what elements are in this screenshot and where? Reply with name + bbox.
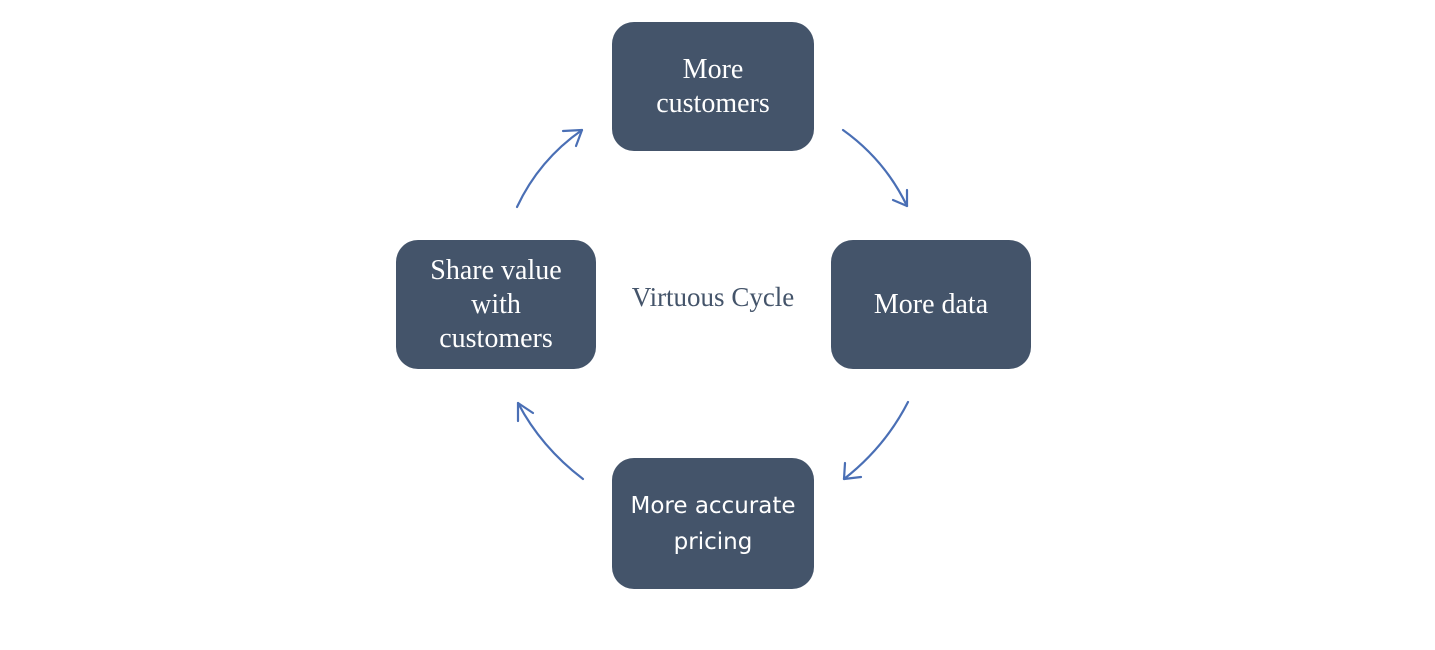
node-share-value-with-customers: Share value with customers bbox=[396, 240, 596, 369]
node-label-line: Share value bbox=[430, 254, 562, 286]
node-label-line: More accurate bbox=[630, 492, 796, 519]
node-label-line: customers bbox=[439, 322, 553, 354]
arrow-bottom-to-left bbox=[516, 401, 585, 481]
arrow-top-to-right bbox=[841, 128, 909, 208]
node-more-data: More data bbox=[831, 240, 1031, 369]
node-label-line: More bbox=[682, 53, 744, 85]
node-more-accurate-pricing: More accurate pricing bbox=[612, 458, 814, 589]
node-label-line: customers bbox=[656, 87, 770, 119]
node-label-line: with bbox=[471, 288, 521, 320]
node-label-line: More data bbox=[873, 288, 989, 320]
arrow-left-to-top bbox=[515, 128, 584, 209]
center-label: Virtuous Cycle bbox=[631, 282, 795, 312]
node-label-line: pricing bbox=[673, 528, 753, 555]
arrow-right-to-bottom bbox=[842, 400, 910, 481]
node-more-customers: More customers bbox=[612, 22, 814, 151]
